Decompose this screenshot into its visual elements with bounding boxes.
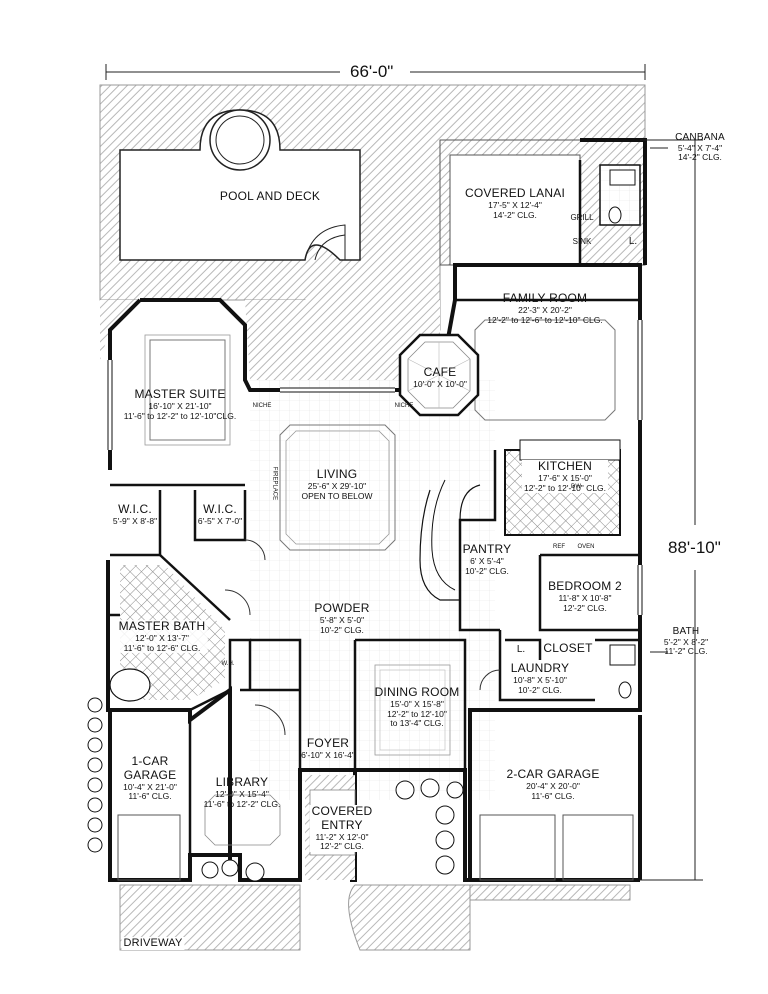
room-master-suite: MASTER SUITE 16'-10" X 21'-10" 11'-6" to…: [123, 387, 237, 421]
tub: [109, 668, 151, 702]
lav-label-1: L.: [628, 236, 638, 247]
room-wic-2: W.I.C. 6'-5" X 7'-0": [197, 502, 243, 526]
fireplace-label: FIREPLACE: [271, 466, 278, 501]
room-bedroom-2: BEDROOM 2 11'-8" X 10'-8" 12'-2" CLG.: [548, 579, 622, 613]
room-canbana: CANBANA 5'-4" X 7'-4" 14'-2" CLG.: [675, 132, 725, 163]
width-dimension: 66'-0": [350, 62, 394, 81]
garage-doors: [117, 814, 634, 881]
windows: [107, 320, 643, 615]
lav-label-2: L.: [516, 644, 526, 655]
room-laundry: LAUNDRY 10'-8" X 5'-10" 10'-2" CLG.: [510, 661, 570, 695]
room-master-bath: MASTER BATH 12'-0" X 13'-7" 11'-6" to 12…: [116, 619, 208, 654]
niche-label-1: NICHE: [252, 403, 272, 409]
room-wic-1: W.I.C. 5'-9" X 8'-8": [112, 502, 158, 526]
room-dining-room: DINING ROOM 15'-0" X 15'-8" 12'-2" to 12…: [374, 685, 460, 729]
room-covered-entry: COVERED ENTRY 11'-2" X 12'-0" 12'-2" CLG…: [309, 804, 375, 853]
oven-label: OVEN: [577, 544, 595, 550]
ref-label: REF: [553, 544, 565, 550]
room-pantry: PANTRY 6' X 5'-4" 10'-2" CLG.: [462, 542, 512, 576]
room-2-car-garage: 2-CAR GARAGE 20'-4" X 20'-0" 11'-6" CLG.: [506, 767, 600, 801]
room-cafe: CAFE 10'-0" X 10'-0": [413, 365, 467, 389]
shrubs: [87, 697, 464, 882]
room-powder: POWDER 5'-8" X 5'-0" 10'-2" CLG.: [314, 601, 370, 635]
dimension-lines: [105, 64, 703, 881]
deck-paving-mid: [245, 300, 440, 395]
room-1-car-garage: 1-CAR GARAGE 10'-4" X 21'-0" 11'-6" CLG.: [123, 754, 177, 802]
depth-dimension: 88'-10": [668, 538, 721, 557]
stairs: [419, 484, 481, 601]
niche-label-2: NICHE: [394, 403, 414, 409]
room-pool-and-deck: POOL AND DECK: [219, 189, 321, 203]
dw-label: DW: [571, 484, 581, 490]
room-foyer: FOYER 6'-10" X 16'-4": [301, 736, 355, 760]
driveway-paving: [119, 884, 301, 951]
driveway-label: DRIVEWAY: [121, 937, 185, 950]
interior-walls: [110, 160, 640, 855]
pool: [119, 109, 361, 261]
lanai-floor: [449, 154, 581, 266]
grill-label: GRILL: [570, 213, 594, 222]
spa: [209, 109, 271, 171]
room-living: LIVING 25'-6" X 29'-10" OPEN TO BELOW: [301, 467, 373, 501]
room-family-room: FAMILY ROOM 22'-3" X 20'-2" 12'-2" to 12…: [487, 291, 603, 325]
wh-label: W.H.: [221, 661, 235, 667]
room-covered-lanai: COVERED LANAI 17'-5" X 12'-4" 14'-2" CLG…: [465, 186, 565, 220]
room-kitchen: KITCHEN 17'-6" X 15'-0" 12'-2" to 12'-10…: [521, 459, 609, 494]
room-library: LIBRARY 12'-0" X 15'-4" 11'-6" to 12'-2"…: [203, 775, 281, 809]
room-bath: BATH 5'-2" X 8'-2" 11'-2" CLG.: [663, 626, 709, 657]
room-closet: CLOSET: [543, 641, 593, 655]
deck-paving-left: [100, 300, 140, 360]
sink-label: SINK: [572, 237, 592, 246]
